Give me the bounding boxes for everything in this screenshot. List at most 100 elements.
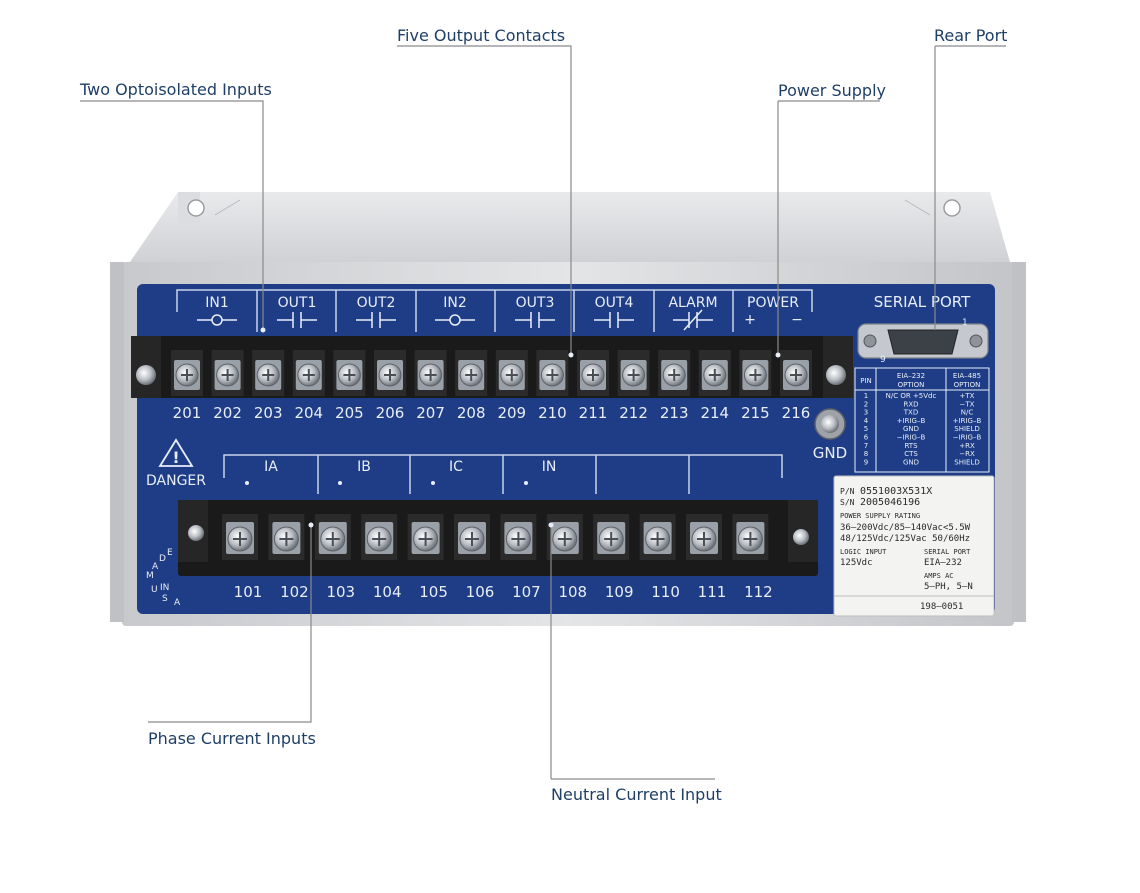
- svg-text:48/125Vdc/125Vac 50/60Hz: 48/125Vdc/125Vac 50/60Hz: [840, 534, 970, 544]
- top-terminal-number: 206: [376, 404, 405, 422]
- svg-text:SERIAL PORT: SERIAL PORT: [924, 548, 971, 556]
- serial-port[interactable]: SERIAL PORT 1 9: [857, 293, 989, 365]
- top-terminal-202[interactable]: [211, 350, 244, 396]
- top-terminal-number: 207: [416, 404, 445, 422]
- callout-two-optoisolated-inputs: Two Optoisolated Inputs: [79, 80, 272, 99]
- bottom-terminal-103[interactable]: [314, 514, 351, 560]
- label-in1: IN1: [205, 295, 229, 311]
- bottom-terminal-110[interactable]: [639, 514, 676, 560]
- svg-text:198–0051: 198–0051: [920, 602, 963, 612]
- svg-text:OPTION: OPTION: [954, 381, 981, 389]
- top-terminal-208[interactable]: [455, 350, 488, 396]
- svg-text:!: !: [172, 448, 179, 467]
- top-terminal-201[interactable]: [171, 350, 203, 396]
- top-terminal-214[interactable]: [698, 350, 731, 396]
- bottom-terminal-111[interactable]: [686, 514, 722, 560]
- top-terminal-number: 214: [700, 404, 729, 422]
- svg-text:E: E: [167, 548, 173, 558]
- contact-symbol-out1: [277, 312, 317, 328]
- bottom-terminal-102[interactable]: [268, 514, 305, 560]
- top-terminal-screws: [171, 350, 812, 396]
- svg-text:2005046196: 2005046196: [860, 497, 920, 508]
- callout-phase-current-inputs: Phase Current Inputs: [148, 729, 316, 748]
- top-terminal-number: 212: [619, 404, 648, 422]
- callout-five-output-contacts: Five Output Contacts: [397, 26, 565, 45]
- svg-text:POWER SUPPLY RATING: POWER SUPPLY RATING: [840, 512, 920, 520]
- label-out4: OUT4: [595, 295, 634, 311]
- bottom-group-frames: [223, 454, 783, 494]
- bottom-terminal-101[interactable]: [222, 514, 258, 560]
- top-terminal-212[interactable]: [617, 350, 650, 396]
- svg-text:−IRIG–B: −IRIG–B: [953, 434, 982, 442]
- bottom-terminal-screws: [222, 514, 769, 560]
- svg-text:GND: GND: [903, 425, 919, 433]
- svg-text:+TX: +TX: [960, 392, 975, 400]
- danger-label: DANGER: [146, 473, 206, 489]
- label-out1: OUT1: [278, 295, 317, 311]
- top-terminal-number: 204: [294, 404, 323, 422]
- top-terminal-215[interactable]: [739, 350, 772, 396]
- svg-text:N/C: N/C: [961, 409, 974, 417]
- label-alarm: ALARM: [668, 295, 717, 311]
- top-terminal-number: 202: [213, 404, 242, 422]
- bottom-terminal-number: 107: [512, 583, 541, 601]
- callout-neutral-current-input: Neutral Current Input: [551, 785, 722, 804]
- contact-symbol-out4: [594, 312, 634, 328]
- svg-text:8: 8: [864, 450, 868, 458]
- bottom-terminal-112[interactable]: [732, 514, 769, 560]
- bottom-terminal-108[interactable]: [546, 514, 583, 560]
- top-group-labels: IN1 OUT1 OUT2 IN2 OUT3 OUT4 ALARM POWER …: [205, 295, 803, 328]
- top-terminal-209[interactable]: [495, 350, 528, 396]
- bottom-terminal-number: 110: [651, 583, 680, 601]
- svg-text:PIN: PIN: [860, 377, 872, 385]
- label-out2: OUT2: [357, 295, 396, 311]
- bottom-terminal-109[interactable]: [593, 514, 630, 560]
- bottom-terminal-106[interactable]: [454, 514, 490, 560]
- svg-text:1: 1: [864, 392, 868, 400]
- top-terminal-204[interactable]: [292, 350, 325, 396]
- top-terminal-210[interactable]: [536, 350, 569, 396]
- svg-text:P/N: P/N: [840, 487, 855, 496]
- svg-text:−RX: −RX: [959, 450, 975, 458]
- svg-text:A: A: [174, 598, 181, 608]
- serial-port-title: SERIAL PORT: [874, 293, 971, 311]
- top-terminal-206[interactable]: [374, 350, 406, 396]
- callout-power-supply: Power Supply: [778, 81, 886, 100]
- bottom-terminal-block: [178, 500, 818, 576]
- svg-text:LOGIC INPUT: LOGIC INPUT: [840, 548, 887, 556]
- bottom-terminal-105[interactable]: [407, 514, 444, 560]
- svg-text:GND: GND: [903, 458, 919, 466]
- bottom-terminal-107[interactable]: [500, 514, 537, 560]
- svg-text:+IRIG–B: +IRIG–B: [953, 417, 982, 425]
- rating-label: P/N 0551003X531X S/N 2005046196 POWER SU…: [833, 475, 995, 617]
- top-terminal-205[interactable]: [333, 350, 366, 396]
- top-terminal-211[interactable]: [577, 350, 609, 396]
- svg-text:EIA–232: EIA–232: [897, 372, 925, 380]
- svg-text:EIA–485: EIA–485: [953, 372, 981, 380]
- svg-text:N/C OR +5Vdc: N/C OR +5Vdc: [886, 392, 937, 400]
- top-terminal-number: 213: [660, 404, 689, 422]
- svg-text:D: D: [159, 554, 166, 564]
- svg-text:4: 4: [864, 417, 869, 425]
- danger-warning: ! DANGER: [146, 438, 206, 489]
- top-terminal-213[interactable]: [658, 350, 691, 396]
- pin-table-row: 1 N/C OR +5Vdc +TX: [864, 392, 975, 400]
- svg-text:TXD: TXD: [903, 409, 918, 417]
- top-terminal-203[interactable]: [252, 350, 285, 396]
- svg-text:5: 5: [864, 425, 868, 433]
- bottom-terminal-number: 101: [234, 583, 263, 601]
- top-terminal-216[interactable]: [780, 350, 812, 396]
- serial-pin-table: PIN EIA–232 OPTION EIA–485 OPTION 1 N/C O…: [854, 367, 990, 473]
- bottom-terminal-104[interactable]: [361, 514, 398, 560]
- svg-text:CTS: CTS: [904, 450, 918, 458]
- label-ib: IB: [357, 459, 371, 475]
- contact-symbol-alarm: [673, 309, 713, 331]
- svg-text:OPTION: OPTION: [898, 381, 925, 389]
- mount-hole-right: [943, 199, 961, 217]
- top-terminal-207[interactable]: [414, 350, 447, 396]
